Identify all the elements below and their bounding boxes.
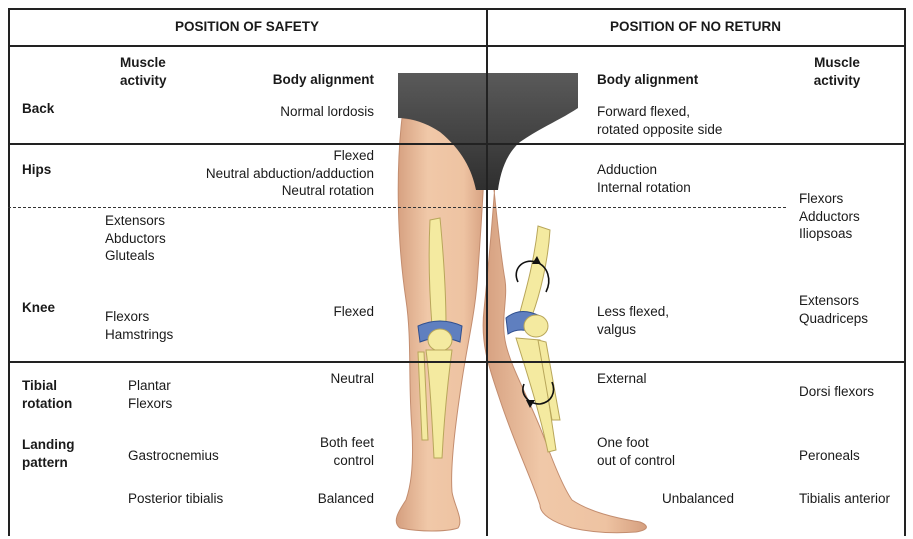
landing-no-return-muscles-1: Peroneals xyxy=(799,447,860,465)
landing-no-return-muscles-2: Tibialis anterior xyxy=(799,490,890,508)
header-bottom-border xyxy=(8,45,905,47)
landing-safety-alignment-2: Balanced xyxy=(254,490,374,508)
knee-no-return-muscles: Extensors Quadriceps xyxy=(799,292,868,327)
back-safety-alignment: Normal lordosis xyxy=(200,103,374,121)
landing-safety-muscles-1: Gastrocnemius xyxy=(128,447,219,465)
row-divider-knee xyxy=(8,361,905,363)
column-body-alignment-right: Body alignment xyxy=(597,71,698,89)
header-safety: POSITION OF SAFETY xyxy=(8,18,486,36)
row-label-knee: Knee xyxy=(22,299,55,317)
hips-no-return-muscles: Flexors Adductors Iliopsoas xyxy=(799,190,860,243)
tibial-safety-alignment: Neutral xyxy=(274,370,374,388)
landing-no-return-alignment-1: One foot out of control xyxy=(597,434,675,469)
tibial-safety-muscles: Plantar Flexors xyxy=(128,377,172,412)
row-label-back: Back xyxy=(22,100,54,118)
knee-safety-muscles: Flexors Hamstrings xyxy=(105,308,173,343)
center-divider xyxy=(486,8,488,536)
left-patella xyxy=(428,329,452,351)
right-femur xyxy=(520,226,550,316)
row-label-hips: Hips xyxy=(22,161,51,179)
hips-no-return-alignment: Adduction Internal rotation xyxy=(597,161,691,196)
right-patella xyxy=(524,315,548,337)
column-muscle-activity-right: Muscle activity xyxy=(800,54,874,89)
hip-knee-safety-muscles: Extensors Abductors Gluteals xyxy=(105,212,166,265)
column-body-alignment-left: Body alignment xyxy=(220,71,374,89)
left-border xyxy=(8,8,10,536)
tibial-no-return-muscles: Dorsi flexors xyxy=(799,383,874,401)
back-no-return-alignment: Forward flexed, rotated opposite side xyxy=(597,103,722,138)
row-label-tibial-rotation: Tibial rotation xyxy=(22,377,72,412)
right-border xyxy=(904,8,906,536)
landing-safety-muscles-2: Posterior tibialis xyxy=(128,490,223,508)
landing-no-return-alignment-2: Unbalanced xyxy=(662,490,734,508)
hips-safety-alignment: Flexed Neutral abduction/adduction Neutr… xyxy=(160,147,374,200)
header-no-return: POSITION OF NO RETURN xyxy=(487,18,904,36)
table-top-border xyxy=(8,8,905,10)
knee-no-return-alignment: Less flexed, valgus xyxy=(597,303,669,338)
tibial-no-return-alignment: External xyxy=(597,370,647,388)
column-muscle-activity-left: Muscle activity xyxy=(120,54,167,89)
row-divider-back xyxy=(8,143,905,145)
row-divider-hips-dashed xyxy=(8,207,786,208)
landing-safety-alignment-1: Both feet control xyxy=(254,434,374,469)
knee-safety-alignment: Flexed xyxy=(274,303,374,321)
row-label-landing-pattern: Landing pattern xyxy=(22,436,75,471)
